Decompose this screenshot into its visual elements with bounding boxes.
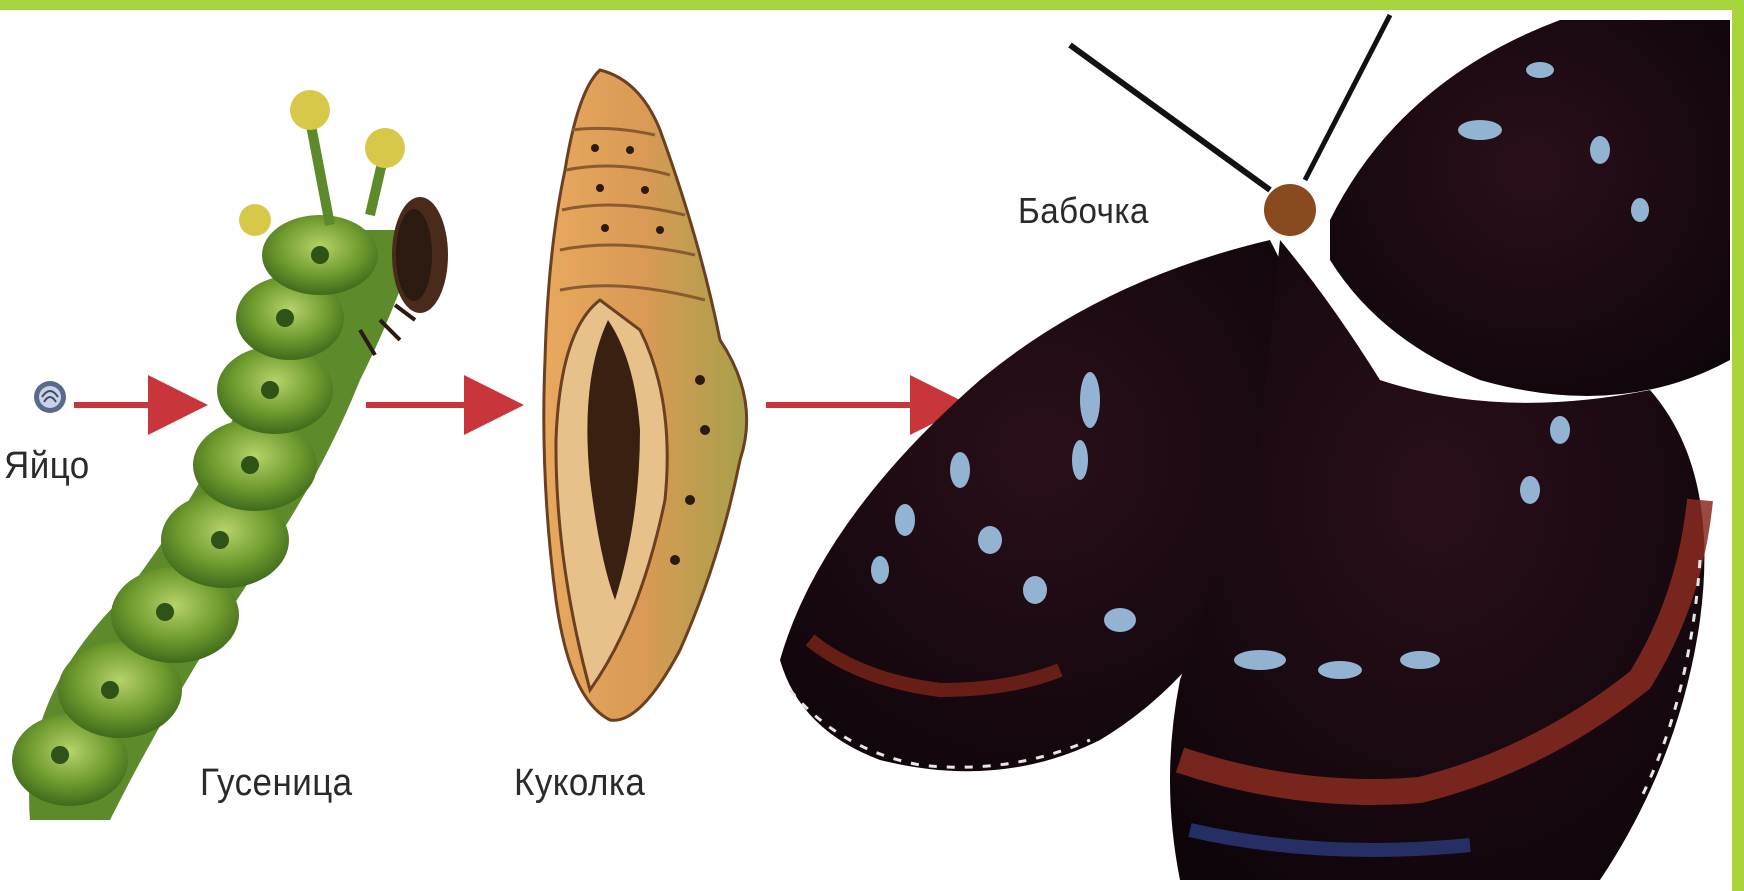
pupa-illustration (544, 70, 747, 720)
stage-label-caterpillar: Гусеница (200, 762, 353, 805)
stage-label-butterfly: Бабочка (1018, 190, 1149, 232)
stage-label-pupa: Куколка (514, 762, 645, 805)
butterfly-illustration (780, 15, 1730, 880)
egg-illustration (34, 381, 66, 413)
stage-label-egg: Яйцо (4, 445, 90, 488)
